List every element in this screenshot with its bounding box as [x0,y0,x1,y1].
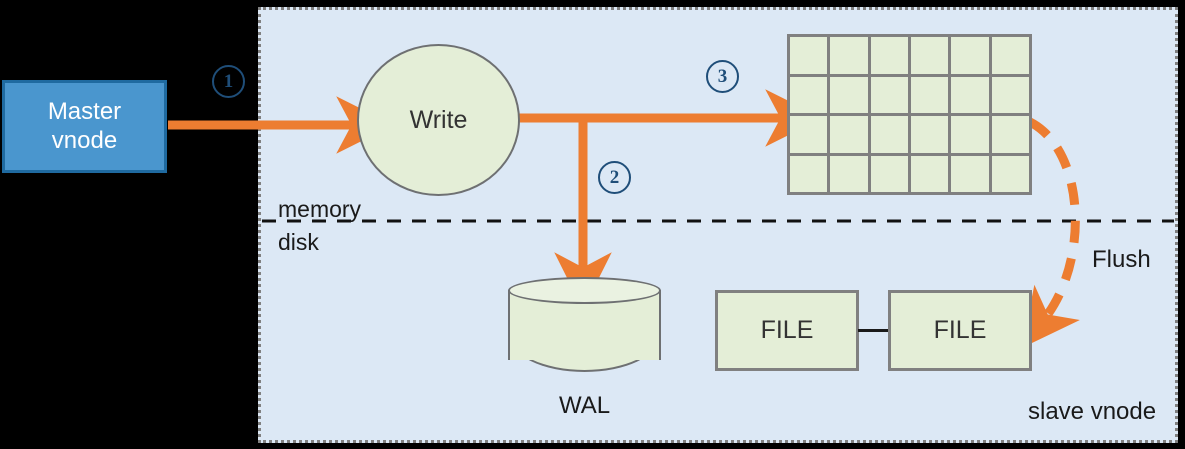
memtable-cell [910,155,949,192]
memory-label: memory [278,196,362,222]
memtable-cell [951,155,989,192]
master-vnode-line2: vnode [51,126,118,154]
memtable-cell [830,155,868,192]
memtable-cell [951,116,989,153]
master-vnode-line1: Master [47,97,122,125]
step-badge-3: 3 [706,60,739,93]
memtable-grid [787,34,1032,195]
memtable-cell [991,155,1029,192]
file-connector-line [858,329,888,332]
memtable-cell [910,116,949,153]
step-badge-2: 2 [598,161,631,194]
file-box-2-label: FILE [933,316,987,344]
memtable-cell [991,37,1029,74]
step-badge-1: 1 [212,65,245,98]
memtable-cell [830,37,868,74]
write-node-label: Write [409,105,468,134]
memtable-cell [790,116,828,153]
file-box-1[interactable]: FILE [715,290,859,371]
memtable-cell [830,76,868,113]
memtable-cell [790,37,828,74]
memtable-cell [951,76,989,113]
flush-label: Flush [1092,246,1151,273]
memtable-cell [830,116,868,153]
memtable-cell [991,116,1029,153]
memtable-cell [870,155,908,192]
memtable-cell [910,37,949,74]
wal-label: WAL [558,392,611,419]
memtable-cell [991,76,1029,113]
memtable-cell [790,76,828,113]
cylinder-top [508,277,661,304]
wal-cylinder [508,277,661,373]
memtable-cell [870,76,908,113]
memtable-cell [870,116,908,153]
disk-label: disk [278,229,319,255]
write-node[interactable]: Write [357,44,520,196]
slave-vnode-caption: slave vnode [1028,398,1157,425]
memtable-cell [790,155,828,192]
master-vnode-box[interactable]: Master vnode [2,80,167,173]
memtable-cell [910,76,949,113]
memtable-cell [870,37,908,74]
file-box-2[interactable]: FILE [888,290,1032,371]
file-box-1-label: FILE [760,316,814,344]
memtable-cell [951,37,989,74]
